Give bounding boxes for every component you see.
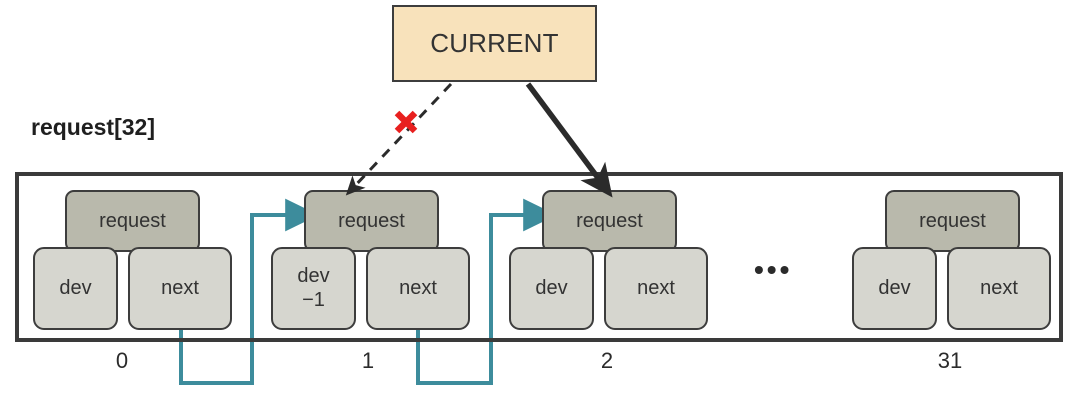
invalid-x-glyph (394, 110, 418, 134)
request-node-label-0: request (99, 209, 166, 232)
array-label: request[32] (31, 114, 155, 140)
index-label-1: 1 (361, 348, 375, 373)
next-field-label-1: next (399, 276, 437, 299)
request-node-label-1: request (338, 209, 405, 232)
current-pointer-box[interactable]: CURRENT (392, 5, 597, 82)
request-node-2[interactable]: request (542, 190, 677, 252)
next-field-2[interactable]: next (604, 247, 708, 330)
dev-field-label-1: dev (297, 264, 330, 287)
array-cell-2: request dev next (493, 172, 743, 342)
next-field-0[interactable]: next (128, 247, 232, 330)
ellipsis-icon: ••• (754, 254, 793, 285)
next-field-label-31: next (980, 276, 1018, 299)
arrow-cell0-next-to-cell1 (179, 198, 319, 385)
array-cell-0: request dev next (15, 172, 265, 342)
array-cell-1: request dev −1 next (255, 172, 505, 342)
next-field-1[interactable]: next (366, 247, 470, 330)
next-field-label-2: next (637, 276, 675, 299)
arrow-current-to-cell2-solid (525, 82, 613, 198)
array-cell-31: request dev next (836, 172, 1080, 342)
next-field-label-0: next (161, 276, 199, 299)
invalid-x-icon (392, 108, 420, 142)
index-label-2: 2 (600, 348, 614, 373)
request-node-label-31: request (919, 209, 986, 232)
request-node-label-2: request (576, 209, 643, 232)
arrow-current-to-cell1-dashed (345, 82, 453, 196)
request-node-31[interactable]: request (885, 190, 1020, 252)
dev-field-1[interactable]: dev −1 (271, 247, 356, 330)
request-node-1[interactable]: request (304, 190, 439, 252)
dev-field-label-0: dev (59, 276, 92, 299)
index-label-31: 31 (937, 348, 963, 373)
dev-field-label-31: dev (878, 276, 911, 299)
index-label-0: 0 (115, 348, 129, 373)
dev-field-label-2: dev (535, 276, 568, 299)
dev-field-31[interactable]: dev (852, 247, 937, 330)
next-field-31[interactable]: next (947, 247, 1051, 330)
request-array-container (15, 172, 1063, 342)
dev-field-2[interactable]: dev (509, 247, 594, 330)
current-pointer-label: CURRENT (430, 28, 559, 58)
arrow-cell1-next-to-cell2 (416, 198, 557, 385)
dev-field-0[interactable]: dev (33, 247, 118, 330)
dev-field-value-1: −1 (302, 288, 325, 311)
